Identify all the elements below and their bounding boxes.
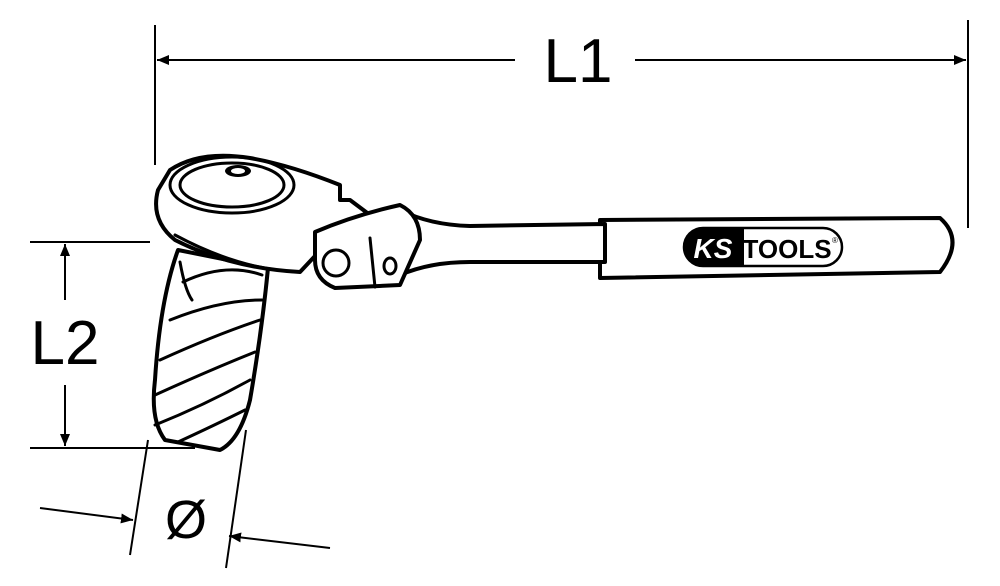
hinge-joint	[313, 203, 422, 290]
dimension-diameter: Ø	[39, 429, 331, 569]
logo-registered: ®	[832, 236, 838, 245]
dimension-l2: L2	[30, 241, 195, 449]
logo-text-tools: TOOLS	[742, 234, 831, 264]
logo-text-ks: KS	[694, 233, 733, 264]
fluted-bit	[151, 248, 270, 452]
ratchet-reamer-illustration	[151, 153, 955, 452]
dimension-label-l2: L2	[31, 309, 100, 378]
ks-tools-logo: KS TOOLS ®	[682, 226, 844, 268]
dimension-label-l1: L1	[544, 27, 613, 96]
dimension-l1: L1	[154, 20, 969, 228]
dimension-label-diameter: Ø	[165, 490, 207, 550]
shaft	[398, 208, 607, 277]
